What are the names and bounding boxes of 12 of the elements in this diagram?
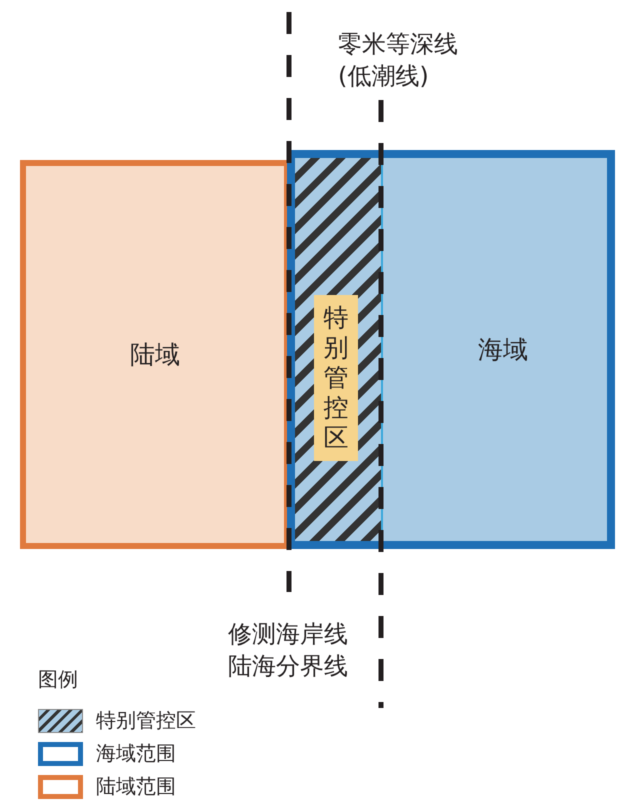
- sea-area-box: [287, 150, 615, 549]
- area-label: 海域: [477, 334, 529, 366]
- area-label: 陆域: [129, 338, 181, 370]
- hatched-zone: [295, 158, 383, 541]
- zone-label: 特别管控区: [314, 295, 358, 461]
- line-label: 修测海岸线陆海分界线: [227, 619, 348, 682]
- line-label: 零米等深线(低潮线): [338, 29, 459, 92]
- legend-label: 海域范围: [96, 740, 176, 767]
- legend-label: 特别管控区: [96, 707, 196, 734]
- legend-label: 陆域范围: [96, 773, 176, 800]
- legend-title: 图例: [38, 666, 78, 692]
- land-area-box: [20, 160, 290, 549]
